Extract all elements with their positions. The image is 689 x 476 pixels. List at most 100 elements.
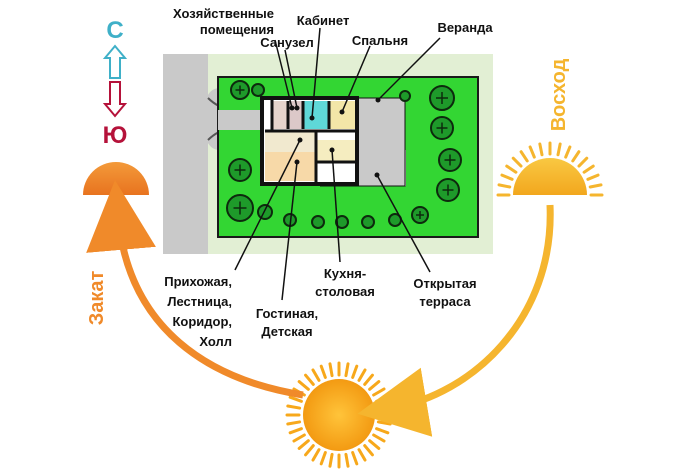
label-hallway-line3: Коридор, [172,314,232,329]
sunset-label: Закат [86,271,108,326]
tree [251,83,265,97]
sun-ray [375,427,390,435]
sun-ray [286,404,302,410]
sun-ray [582,164,595,174]
sun-ray [571,150,581,163]
label-living-line2: Детская [261,324,313,339]
sun-ray [519,150,529,163]
label-study-text: Кабинет [296,13,350,28]
compass: С Ю [103,17,128,149]
sun-ray [292,433,306,443]
label-bedroom-text: Спальня [351,33,409,48]
sun-ray [328,452,334,468]
sun-path-right-arrow [357,204,554,437]
sun-ray [297,439,310,450]
south-label: Ю [103,122,128,149]
sun-ray [363,444,374,457]
north-arrow-icon [102,44,128,79]
sun-ray [368,380,381,391]
label-bathroom: Санузел [252,35,322,51]
leader-living [281,161,298,301]
north-label: С [106,17,123,44]
sun-ray [351,451,359,466]
room-utility [272,101,288,129]
tree-crown [335,215,349,229]
sun-ray [344,452,350,468]
tree [311,215,325,229]
dot-utility [289,105,295,111]
tree-branches [436,92,448,104]
label-kitchen: Кухня- столовая [300,265,390,301]
leader-kitchen [331,149,341,263]
leader-bathroom [284,49,298,109]
leader-lines [234,27,441,301]
sun-ray [288,427,303,435]
tree [411,206,429,224]
sunset-sun-icon [83,162,149,195]
sunrise-sun-body [513,158,587,195]
sun-ray [311,368,321,382]
sun-path-left-arrow [86,180,304,399]
tree-crown [257,204,273,220]
sunrise-label: Восход [548,58,570,131]
tree [438,148,462,172]
sun-ray [500,173,514,181]
sun-ray [351,364,359,379]
label-hallway-line2: Лестница, [167,294,232,309]
dot-terrace [374,172,380,178]
trees [226,80,462,229]
label-hallway-line4: Холл [199,334,232,349]
inner-walls [265,98,355,184]
tree-crown [399,90,411,102]
sun-ray [556,142,562,157]
label-veranda: Веранда [425,20,505,36]
sun-ray [505,164,518,174]
tree [430,116,454,140]
sun-ray [344,362,350,378]
tree [230,80,250,100]
label-bathroom-text: Санузел [260,35,314,50]
tree-branches [234,164,246,176]
sun-ray [363,373,374,386]
label-living-line1: Гостиная, [255,306,319,321]
sun-ray [577,156,589,168]
tree-branches [416,211,424,219]
south-arrow-icon [102,81,128,118]
sun-ray [304,444,315,457]
sun-ray [319,451,327,466]
dot-kitchen [329,147,335,153]
sun-ray [357,368,367,382]
sun-ray [288,395,303,403]
sun-ray [319,364,327,379]
leader-bedroom [341,45,371,113]
tree [257,204,273,220]
sun-ray [497,183,512,189]
label-kitchen-line2: столовая [315,284,375,299]
label-veranda-text: Веранда [437,20,493,35]
dot-bedroom [339,109,345,115]
tree [429,85,455,111]
dot-bathroom [294,105,300,111]
entry-path [218,110,264,130]
tree-branches [444,154,456,166]
sun-ray [511,156,523,168]
noon-sun-body [303,379,375,451]
label-utility-line2: помещения [199,22,274,37]
tree-branches [235,85,245,95]
sun-ray [538,142,544,157]
dot-hallway [297,137,303,143]
leader-study [311,27,321,119]
label-kitchen-line1: Кухня- [323,266,367,281]
tree [228,158,252,182]
sun-ray [357,448,367,462]
label-utility-line1: Хозяйственные [173,6,274,21]
tree-branches [436,122,448,134]
sun-ray [286,420,302,426]
room-kitchen [316,140,355,162]
label-hallway-line1: Прихожая, [164,274,232,289]
sun-ray [375,395,390,403]
tree-branches [233,201,247,215]
room-bedroom [330,101,355,129]
tree [226,194,254,222]
tree-crown [311,215,325,229]
